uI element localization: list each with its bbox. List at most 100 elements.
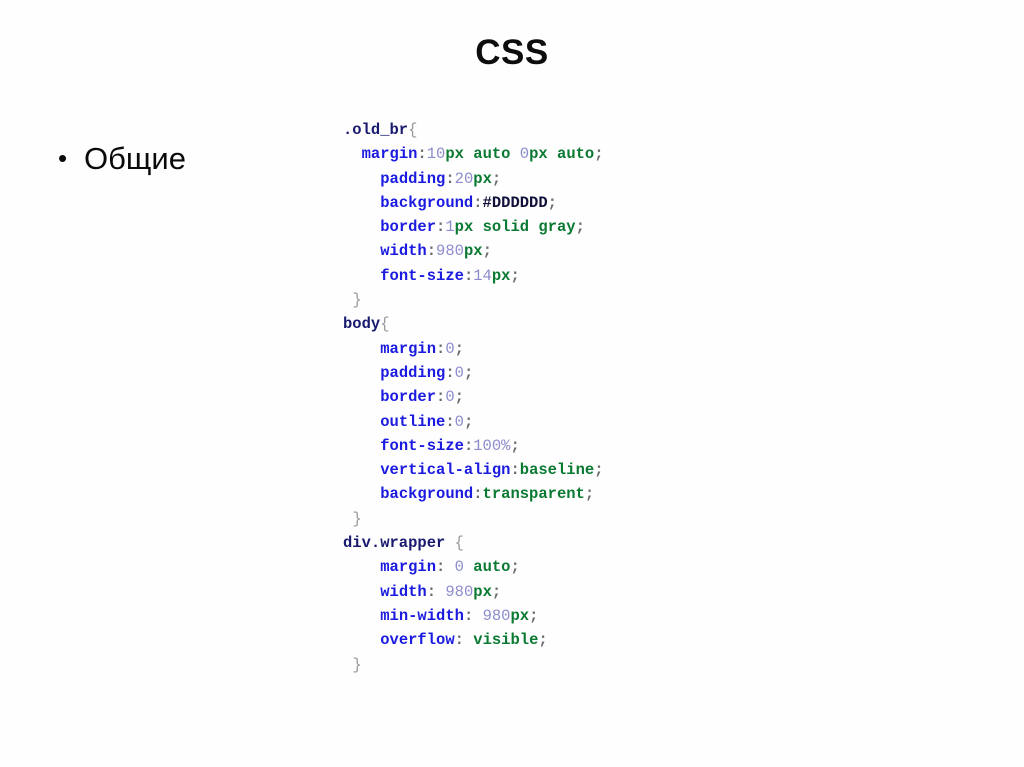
code-token-prop: margin (361, 145, 418, 164)
code-token-colon: : (436, 218, 446, 237)
code-token-colon: : (445, 412, 455, 431)
code-token-num: 0 (519, 145, 530, 164)
code-token-kw: auto (473, 145, 511, 164)
code-token-brace: } (352, 509, 362, 528)
code-line: padding:0; (343, 361, 604, 385)
code-token-num: 0 (454, 558, 464, 577)
code-token-plain (464, 558, 473, 576)
code-token-plain (464, 145, 473, 163)
code-token-semi: ; (584, 485, 595, 504)
code-token-kw: solid (482, 218, 530, 237)
code-token-kw: transparent (482, 485, 585, 504)
code-token-num: 0 (454, 363, 464, 382)
code-token-unit: px (454, 218, 474, 237)
bullet-list: • Общие (58, 140, 328, 179)
code-token-prop: outline (380, 412, 446, 431)
code-token-semi: ; (547, 193, 557, 212)
code-token-colon: : (426, 242, 437, 261)
code-token-brace: } (352, 291, 362, 310)
code-token-unit: px (463, 242, 483, 261)
code-token-num: 14 (473, 266, 492, 285)
code-token-prop: padding (380, 363, 446, 382)
code-token-prop: overflow (380, 631, 455, 650)
code-token-semi: ; (454, 388, 464, 407)
code-token-num: 20 (454, 169, 474, 188)
code-token-unit: px (510, 606, 530, 625)
code-token-semi: ; (529, 606, 539, 625)
code-indent (343, 364, 380, 382)
code-token-colon: : (417, 145, 427, 164)
code-token-prop: margin (380, 339, 437, 358)
code-indent (343, 413, 380, 431)
code-line: border:1px solid gray; (343, 215, 604, 239)
code-token-colon: : (510, 461, 520, 480)
code-line: margin:0; (343, 337, 604, 361)
code-token-plain (473, 218, 482, 236)
code-token-prop: font-size (380, 436, 464, 455)
code-indent (343, 145, 362, 163)
code-token-prop: min-width (380, 606, 464, 625)
code-token-sel: .old_br (343, 121, 409, 139)
code-token-plain (529, 218, 538, 236)
code-line: outline:0; (343, 410, 604, 434)
code-token-colon: : (436, 558, 446, 577)
code-token-colon: : (436, 339, 446, 358)
code-token-prop: background (380, 193, 474, 212)
code-token-semi: ; (575, 218, 585, 237)
list-item: • Общие (58, 140, 328, 179)
code-indent (343, 340, 380, 358)
code-line: margin: 0 auto; (343, 555, 604, 579)
code-token-semi: ; (510, 436, 520, 455)
code-token-semi: ; (594, 461, 604, 480)
code-line: div.wrapper { (343, 531, 604, 555)
code-token-colon: : (454, 631, 464, 650)
code-token-prop: width (380, 242, 427, 261)
code-indent (343, 631, 380, 649)
code-token-colon: : (445, 363, 455, 382)
code-line: vertical-align:baseline; (343, 458, 604, 482)
code-indent (343, 218, 380, 236)
code-line: min-width: 980px; (343, 604, 604, 628)
code-indent (343, 558, 380, 576)
code-token-num: 0 (445, 388, 455, 407)
code-line: background:transparent; (343, 482, 604, 506)
code-line: overflow: visible; (343, 628, 604, 652)
code-token-kw: visible (473, 631, 539, 650)
code-token-brace: { (408, 121, 418, 139)
code-token-sel: body (343, 315, 381, 334)
code-token-semi: ; (463, 363, 474, 382)
code-token-semi: ; (491, 582, 502, 601)
code-token-prop: margin (380, 558, 437, 577)
code-token-colon: : (463, 606, 474, 625)
code-token-hex: #DDDDDD (482, 193, 548, 212)
code-token-kw: baseline (519, 461, 595, 480)
code-token-kw: auto (473, 558, 511, 577)
code-line: } (343, 507, 604, 531)
code-indent (343, 461, 380, 479)
code-token-semi: ; (463, 412, 474, 431)
code-token-num: 0 (454, 412, 464, 431)
code-token-num: 980 (436, 242, 464, 261)
code-token-colon: : (473, 485, 483, 504)
code-token-prop: background (380, 485, 474, 504)
code-token-num: 100% (473, 436, 511, 455)
code-token-unit: px (445, 145, 464, 164)
code-token-colon: : (426, 582, 437, 601)
code-line: } (343, 288, 604, 312)
code-line: background:#DDDDDD; (343, 191, 604, 215)
code-line: } (343, 653, 604, 677)
code-indent (343, 510, 352, 528)
code-indent (343, 583, 380, 601)
code-token-plain (464, 631, 473, 649)
code-line: border:0; (343, 385, 604, 409)
code-token-colon: : (436, 388, 446, 407)
bullet-marker-icon: • (58, 143, 68, 173)
code-token-plain (445, 558, 454, 576)
code-token-semi: ; (538, 631, 548, 650)
code-token-semi: ; (491, 169, 502, 188)
code-indent (343, 242, 380, 260)
bullet-item-label: Общие (84, 141, 186, 176)
code-token-num: 980 (482, 606, 511, 625)
code-token-semi: ; (510, 558, 520, 577)
code-token-prop: padding (380, 169, 446, 188)
